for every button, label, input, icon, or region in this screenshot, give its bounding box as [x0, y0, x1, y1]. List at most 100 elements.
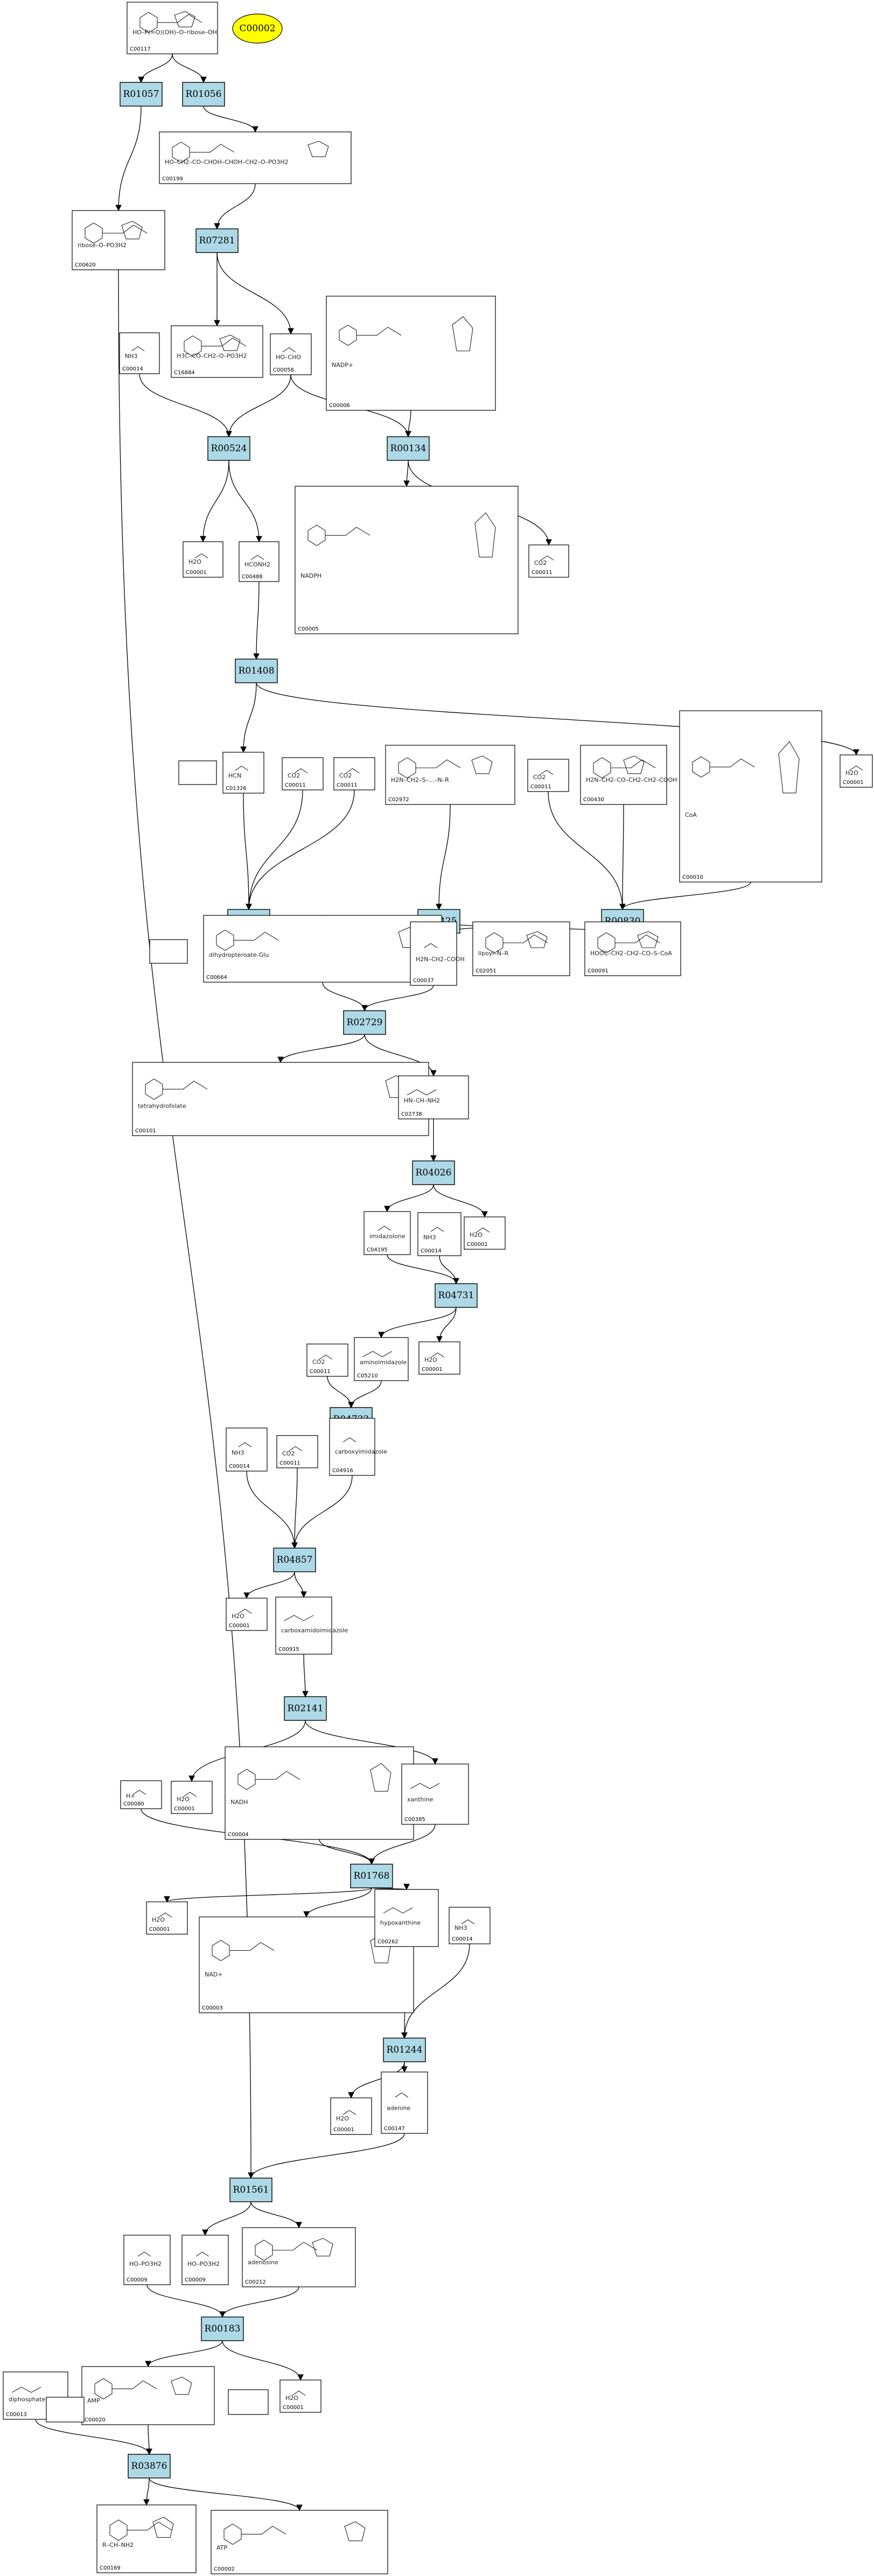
compound-id-label: C04916 — [332, 1468, 353, 1474]
structure-formula: CO2 — [533, 774, 546, 781]
reaction-node[interactable]: R01408 — [235, 659, 278, 683]
empty-compound-node[interactable] — [46, 2397, 85, 2423]
compound-id-label: C02972 — [388, 797, 409, 803]
structure-sketch — [238, 1608, 252, 1614]
reaction-node[interactable]: R00183 — [201, 2316, 244, 2341]
structure-sketch — [540, 769, 554, 775]
reaction-node[interactable]: R03876 — [128, 2454, 171, 2479]
compound-id-label: C00011 — [279, 1460, 300, 1466]
structure-formula: dihydropteroate-Glu — [209, 951, 269, 958]
compound-node[interactable]: H+C00080 — [120, 1780, 162, 1809]
structure-formula: hypoxanthine — [380, 1920, 421, 1927]
compound-id-label: C00011 — [337, 782, 358, 788]
highlight-ellipse[interactable]: C00002 — [232, 13, 283, 44]
reaction-node[interactable]: R04857 — [273, 1548, 316, 1572]
reaction-edge — [384, 1184, 434, 1213]
reaction-node[interactable]: R00524 — [207, 436, 250, 461]
reaction-node[interactable]: R02729 — [343, 1010, 386, 1035]
reaction-node[interactable]: R01244 — [383, 2038, 426, 2062]
reaction-node[interactable]: R07281 — [195, 228, 239, 253]
structure-sketch — [430, 1227, 444, 1232]
structure-sketch — [461, 1919, 475, 1924]
reaction-node[interactable]: R01561 — [229, 2178, 272, 2202]
empty-compound-node[interactable] — [149, 939, 188, 964]
structure-formula: H2O — [232, 1613, 244, 1620]
reaction-edge — [246, 1471, 298, 1549]
reaction-edge — [401, 1943, 470, 2039]
reaction-edge — [322, 982, 368, 1012]
reaction-node[interactable]: R04026 — [412, 1160, 455, 1185]
empty-compound-node[interactable] — [228, 2389, 269, 2415]
reaction-node[interactable]: R00134 — [387, 436, 430, 461]
compound-id-label: C00004 — [228, 1832, 249, 1838]
compound-node[interactable]: NADP+C00006 — [326, 296, 496, 411]
reaction-node[interactable]: R01057 — [120, 82, 163, 107]
structure-formula: imidazolone — [369, 1233, 405, 1240]
structure-sketch — [85, 221, 148, 244]
structure-formula: NAD+ — [205, 1971, 222, 1978]
reaction-node[interactable]: R01056 — [182, 82, 225, 107]
reaction-edge — [200, 460, 229, 543]
reaction-node[interactable]: R01768 — [350, 1864, 393, 1888]
compound-id-label: C05210 — [357, 1373, 378, 1379]
reaction-edge — [387, 1254, 459, 1285]
reaction-node[interactable]: R04731 — [435, 1283, 478, 1308]
compound-id-label: C00117 — [130, 46, 151, 52]
reaction-node[interactable]: R02141 — [284, 1696, 327, 1721]
structure-formula: H+ — [126, 1793, 136, 1800]
structure-formula: diphosphate — [9, 2396, 45, 2403]
empty-compound-node[interactable] — [178, 760, 217, 785]
